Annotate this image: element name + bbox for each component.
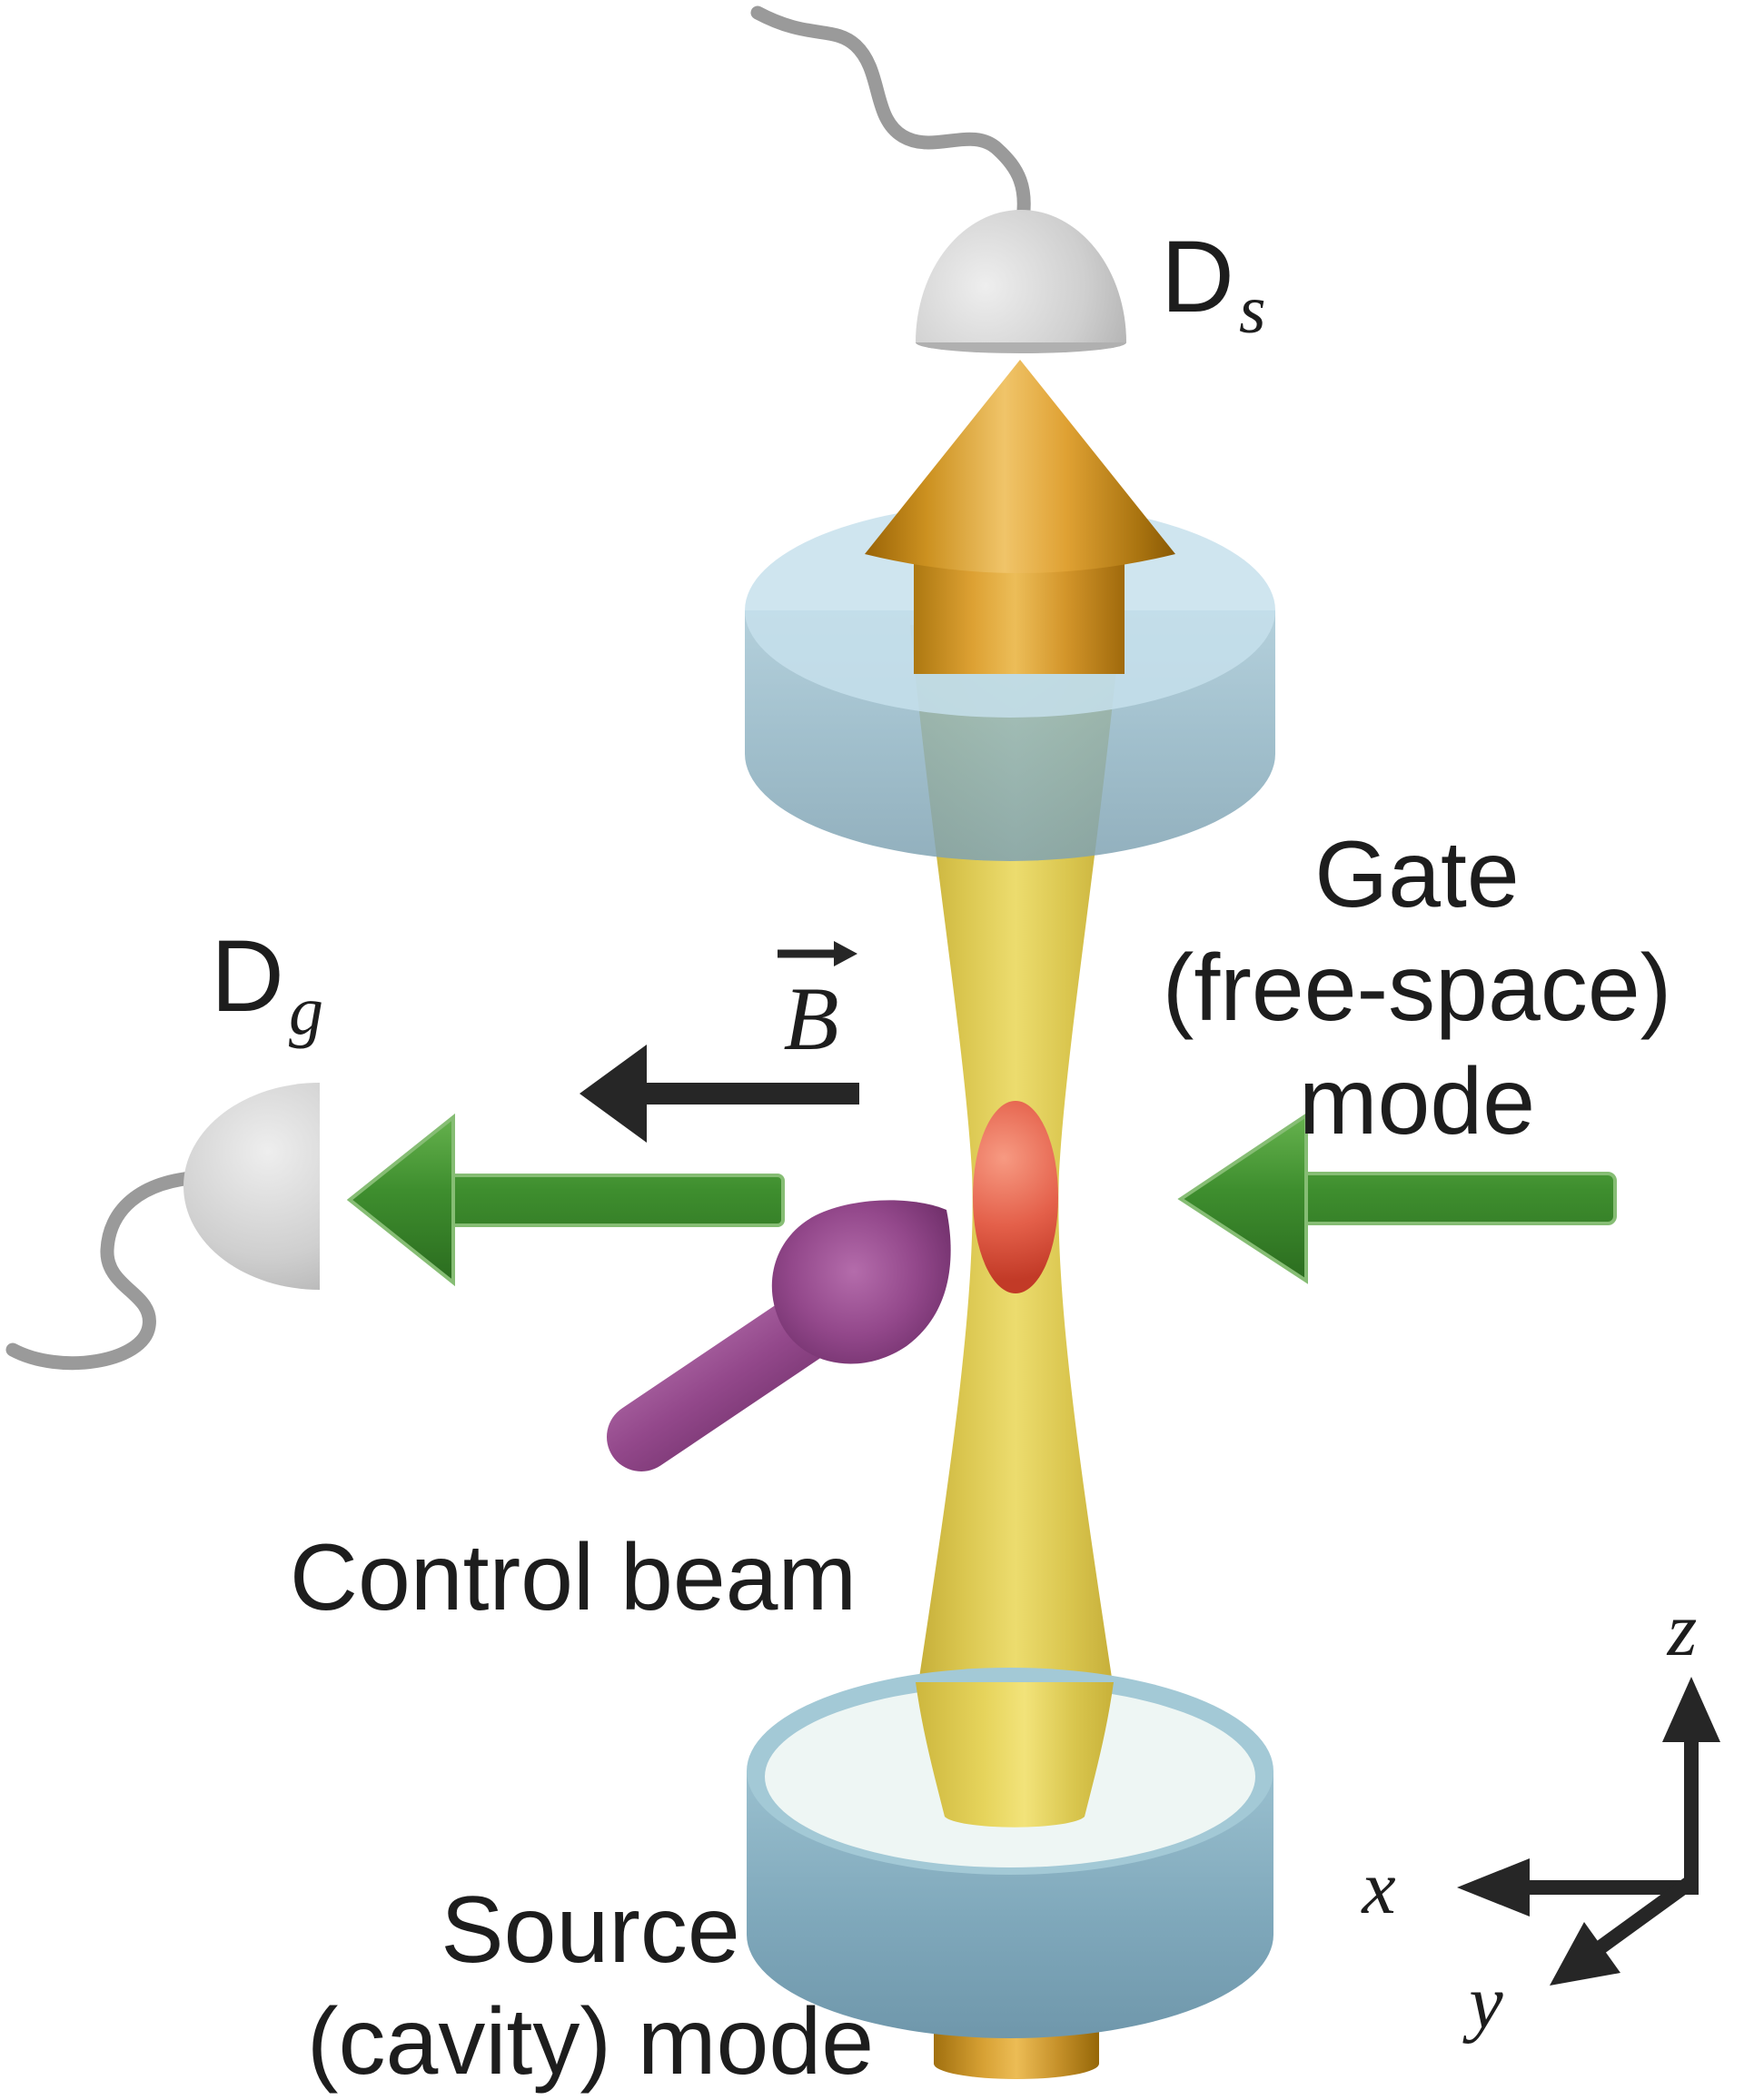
gate-mode-label-line2: (free-space) bbox=[1163, 936, 1672, 1041]
detector-source-label: D s bbox=[1161, 220, 1266, 348]
z-axis-label: z bbox=[1667, 1588, 1698, 1672]
detector-gate-label: D g bbox=[211, 919, 323, 1049]
source-mode-label-line1: Source bbox=[441, 1877, 740, 1983]
b-field-arrow-shaft bbox=[638, 1083, 859, 1104]
b-field-arrow-head bbox=[580, 1045, 647, 1143]
source-mode-label: Source (cavity) mode bbox=[307, 1877, 874, 2095]
source-detector-cable-icon bbox=[750, 5, 1031, 236]
gate-mode-label-line1: Gate bbox=[1314, 822, 1519, 927]
y-axis-arrowhead bbox=[1550, 1922, 1620, 1986]
gate-output-arrow-shaft bbox=[447, 1174, 785, 1227]
beam-spot-on-mirror bbox=[916, 1682, 1114, 1828]
gate-detector-dome-icon bbox=[183, 1083, 320, 1290]
source-detector bbox=[750, 5, 1126, 353]
detector-source-label-base: D bbox=[1161, 220, 1234, 333]
source-output-arrow-head bbox=[865, 360, 1175, 573]
source-detector-dome-icon bbox=[916, 210, 1126, 342]
detector-source-label-sub: s bbox=[1239, 272, 1266, 348]
source-mode-label-line2: (cavity) mode bbox=[307, 1989, 874, 2095]
control-beam-arrow bbox=[607, 1200, 951, 1471]
gate-output-arrow-head bbox=[346, 1113, 455, 1287]
control-beam-head bbox=[771, 1200, 951, 1364]
x-axis-label: x bbox=[1360, 1846, 1395, 1930]
bottom-cavity-mirror bbox=[747, 1668, 1273, 2079]
z-axis-arrowhead bbox=[1662, 1677, 1720, 1742]
b-field-label: B bbox=[783, 968, 838, 1069]
gate-mode-label: Gate (free-space) mode bbox=[1163, 822, 1672, 1154]
gate-detector-cable-icon bbox=[5, 1170, 209, 1371]
b-vector-overbar-head bbox=[834, 941, 857, 966]
source-output-arrow bbox=[865, 360, 1175, 674]
gate-mode-label-line3: mode bbox=[1299, 1049, 1535, 1154]
gate-detector bbox=[5, 1083, 320, 1371]
y-axis bbox=[1596, 1874, 1698, 1954]
control-beam-label: Control beam bbox=[290, 1525, 857, 1630]
gate-output-arrow bbox=[346, 1113, 785, 1287]
gate-input-arrow bbox=[1177, 1112, 1617, 1284]
gate-input-arrow-shaft bbox=[1299, 1172, 1617, 1225]
b-field-arrow: B bbox=[580, 941, 859, 1143]
x-axis-arrowhead bbox=[1457, 1858, 1530, 1917]
coordinate-axes: z x y bbox=[1360, 1588, 1720, 2045]
gate-input-arrow-head bbox=[1177, 1112, 1308, 1284]
detector-gate-label-sub: g bbox=[289, 973, 323, 1049]
trapped-atom bbox=[973, 1101, 1058, 1293]
detector-gate-label-base: D bbox=[211, 919, 284, 1033]
y-axis-label: y bbox=[1462, 1960, 1503, 2045]
